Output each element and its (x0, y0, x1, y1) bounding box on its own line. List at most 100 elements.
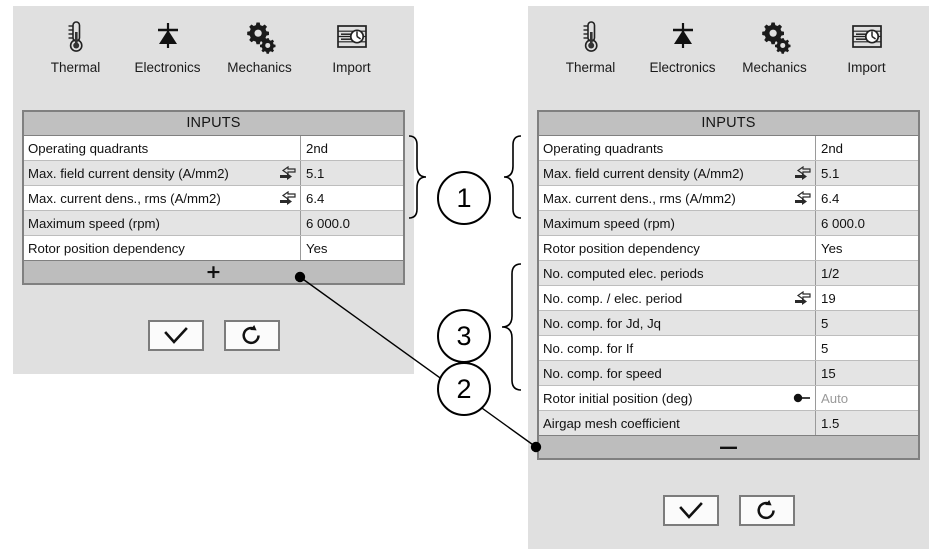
reset-arrow-icon (242, 324, 260, 344)
row-label: Operating quadrants (543, 140, 664, 156)
table-row[interactable]: Max. current dens., rms (A/mm2)6.4 (24, 186, 403, 211)
table-row[interactable]: No. comp. for Jd, Jq 5 (539, 311, 918, 336)
annotation-callout-2: 2 (437, 362, 491, 416)
table-row[interactable]: Max. field current density (A/mm2) 5.1 (539, 161, 918, 186)
toolbar-label-thermal: Thermal (565, 60, 616, 75)
panel-basic-inputs: Thermal Electronics (13, 6, 414, 374)
import-chart-icon (850, 16, 884, 58)
table-cell-value[interactable]: 5.1 (306, 165, 325, 181)
inputs-table-title: INPUTS (539, 112, 918, 136)
swap-arrows-icon[interactable] (794, 190, 811, 206)
table-cell-value[interactable]: 6 000.0 (306, 215, 350, 231)
row-label: Maximum speed (rpm) (543, 215, 675, 231)
annotation-callout-3: 3 (437, 309, 491, 363)
table-cell-label: Rotor position dependency (24, 236, 301, 260)
row-label: Operating quadrants (28, 140, 149, 156)
row-label: No. comp. for Jd, Jq (543, 315, 661, 331)
row-label: Airgap mesh coefficient (543, 415, 680, 431)
swap-arrows-icon[interactable] (794, 165, 811, 181)
collapse-advanced-inputs[interactable]: — (539, 435, 918, 458)
gears-icon (243, 16, 277, 58)
table-cell-label: Rotor position dependency (539, 236, 816, 260)
toolbar-item-thermal[interactable]: Thermal (30, 16, 122, 75)
toolbar-item-import[interactable]: Import (306, 16, 398, 75)
swap-arrows-icon[interactable] (279, 190, 296, 206)
import-chart-icon (335, 16, 369, 58)
confirm-button[interactable] (147, 320, 204, 351)
table-cell-label: Operating quadrants (24, 136, 301, 160)
table-row[interactable]: Operating quadrants 2nd (539, 136, 918, 161)
table-cell-value[interactable]: 2nd (306, 140, 329, 156)
table-cell-value[interactable]: 19 (821, 290, 836, 306)
table-row[interactable]: No. comp. for If 5 (539, 336, 918, 361)
toolbar-item-import[interactable]: Import (821, 16, 913, 75)
swap-arrows-icon[interactable] (794, 290, 811, 306)
row-label: Rotor position dependency (28, 240, 185, 256)
brace-right-group1 (503, 135, 522, 219)
plus-icon: + (205, 261, 222, 283)
table-cell-value[interactable]: 6.4 (821, 190, 840, 206)
reset-button[interactable] (738, 495, 795, 526)
pin-link-icon[interactable] (793, 392, 811, 404)
table-cell-label: Maximum speed (rpm) (539, 211, 816, 235)
table-row[interactable]: Maximum speed (rpm) 6 000.0 (539, 211, 918, 236)
table-row[interactable]: Max. field current density (A/mm2) 5.1 (24, 161, 403, 186)
toolbar-item-electronics[interactable]: Electronics (122, 16, 214, 75)
table-row[interactable]: No. computed elec. periods 1/2 (539, 261, 918, 286)
swap-arrows-icon[interactable] (279, 165, 296, 181)
table-cell-value[interactable]: 1/2 (821, 265, 840, 281)
table-cell-value[interactable]: 5 (821, 315, 829, 331)
check-mark-icon (678, 501, 703, 519)
table-cell-value[interactable]: 1.5 (821, 415, 840, 431)
check-mark-icon (163, 326, 188, 344)
toolbar-item-mechanics[interactable]: Mechanics (214, 16, 306, 75)
table-cell-value[interactable]: 5.1 (821, 165, 840, 181)
table-row[interactable]: Rotor position dependency Yes (539, 236, 918, 261)
toolbar-item-electronics[interactable]: Electronics (637, 16, 729, 75)
toolbar-label-mechanics: Mechanics (742, 60, 807, 75)
table-cell-value[interactable]: Auto (821, 390, 849, 406)
table-cell-label: Max. field current density (A/mm2) (539, 161, 816, 185)
table-cell-value[interactable]: 2nd (821, 140, 844, 156)
toolbar-label-import: Import (847, 60, 886, 75)
table-cell-value[interactable]: 6 000.0 (821, 215, 865, 231)
table-row[interactable]: Rotor initial position (deg) Auto (539, 386, 918, 411)
table-cell-value[interactable]: 5 (821, 340, 829, 356)
table-row[interactable]: Airgap mesh coefficient 1.5 (539, 411, 918, 435)
table-row[interactable]: Operating quadrants 2nd (24, 136, 403, 161)
brace-right-group3 (501, 263, 522, 391)
gears-icon (758, 16, 792, 58)
table-cell-label: No. computed elec. periods (539, 261, 816, 285)
row-label: No. comp. / elec. period (543, 290, 683, 306)
panel-advanced-inputs: Thermal Electronics (528, 6, 929, 549)
expand-advanced-inputs[interactable]: + (24, 260, 403, 283)
table-cell-value[interactable]: 6.4 (306, 190, 325, 206)
diode-icon (668, 16, 698, 58)
toolbar-item-thermal[interactable]: Thermal (545, 16, 637, 75)
callout-label: 3 (456, 320, 472, 351)
callout-label: 1 (456, 182, 472, 213)
toolbar-item-mechanics[interactable]: Mechanics (729, 16, 821, 75)
table-row[interactable]: Max. current dens., rms (A/mm2) 6.4 (539, 186, 918, 211)
callout-label: 2 (456, 373, 472, 404)
table-row[interactable]: Rotor position dependency Yes (24, 236, 403, 260)
table-row[interactable]: Maximum speed (rpm)6 000.0 (24, 211, 403, 236)
reset-button[interactable] (223, 320, 280, 351)
table-row[interactable]: No. comp. for speed 15 (539, 361, 918, 386)
table-cell-label: Max. field current density (A/mm2) (24, 161, 301, 185)
row-label: No. comp. for speed (543, 365, 662, 381)
table-cell-value[interactable]: Yes (821, 240, 843, 256)
toolbar-label-import: Import (332, 60, 371, 75)
row-label: Rotor initial position (deg) (543, 390, 693, 406)
table-row[interactable]: No. comp. / elec. period 19 (539, 286, 918, 311)
table-cell-label: No. comp. for If (539, 336, 816, 360)
confirm-button[interactable] (662, 495, 719, 526)
row-label: Max. current dens., rms (A/mm2) (543, 190, 736, 206)
table-cell-label: Operating quadrants (539, 136, 816, 160)
table-cell-value[interactable]: Yes (306, 240, 328, 256)
toolbar-label-electronics: Electronics (649, 60, 716, 75)
table-cell-value[interactable]: 15 (821, 365, 836, 381)
